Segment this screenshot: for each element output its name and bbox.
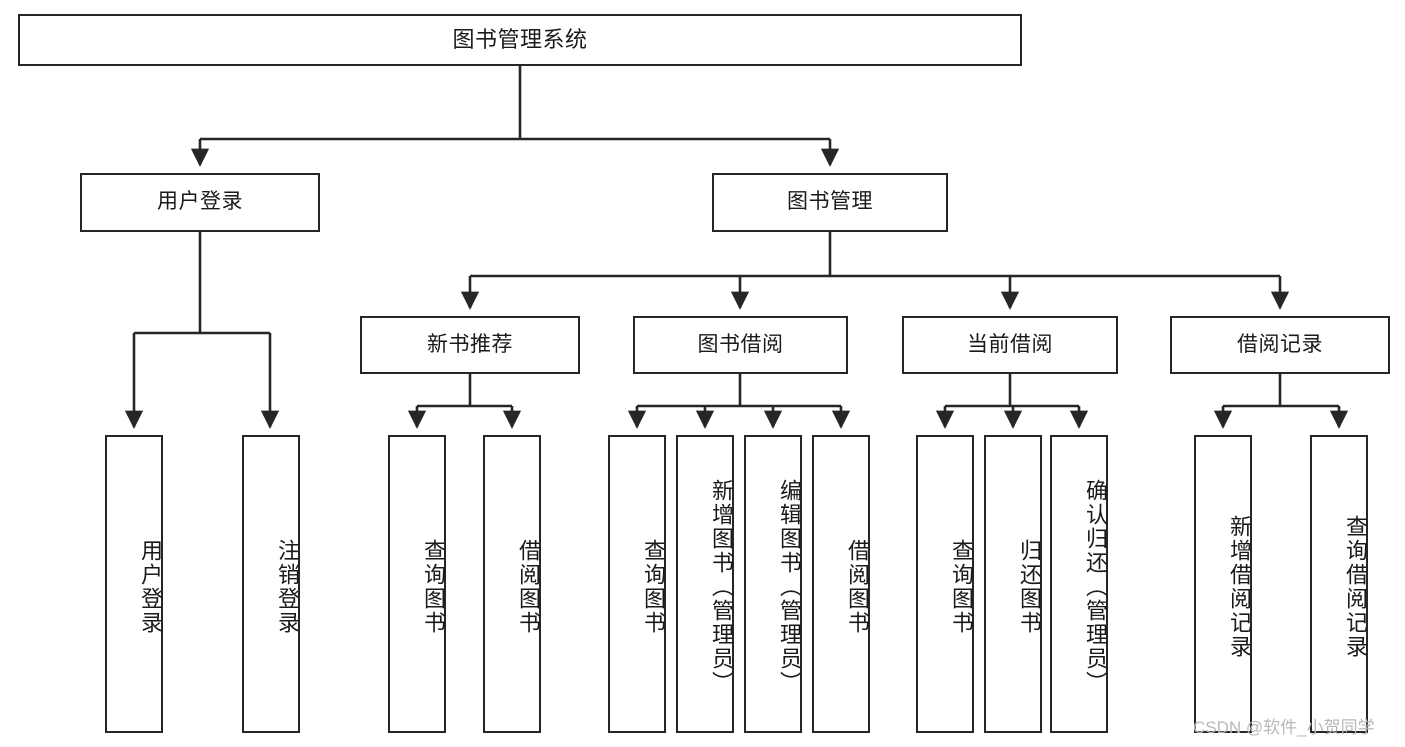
leaf-label: 注销登录 [275,539,300,635]
leaf-book-borrow-query[interactable]: 查询图书 [608,435,666,733]
leaf-user-login-logout[interactable]: 注销登录 [242,435,300,733]
node-book-management[interactable]: 图书管理 [712,173,948,232]
leaf-current-borrow-return[interactable]: 归还图书 [984,435,1042,733]
leaf-label: 借阅图书 [845,539,870,635]
leaf-label: 编辑图书（管理员） [777,479,802,695]
node-new-book-recommend-label: 新书推荐 [427,332,513,356]
leaf-current-borrow-confirm-return[interactable]: 确认归还（管理员） [1050,435,1108,733]
leaf-book-borrow-edit[interactable]: 编辑图书（管理员） [744,435,802,733]
leaf-label: 查询借阅记录 [1343,515,1368,659]
node-current-borrow[interactable]: 当前借阅 [902,316,1118,374]
node-user-login-label: 用户登录 [157,190,243,214]
leaf-label: 用户登录 [138,539,163,635]
node-user-login[interactable]: 用户登录 [80,173,320,232]
leaf-new-book-query[interactable]: 查询图书 [388,435,446,733]
node-new-book-recommend[interactable]: 新书推荐 [360,316,580,374]
leaf-label: 确认归还（管理员） [1083,479,1108,695]
leaf-label: 借阅图书 [516,539,541,635]
node-root-label: 图书管理系统 [452,27,588,53]
leaf-current-borrow-query[interactable]: 查询图书 [916,435,974,733]
csdn-watermark: CSDN @软件_小贺同学 [1193,718,1375,737]
node-root-system[interactable]: 图书管理系统 [18,14,1022,66]
node-book-borrow-label: 图书借阅 [697,332,784,356]
leaf-label: 查询图书 [949,539,974,635]
leaf-book-borrow-borrow[interactable]: 借阅图书 [812,435,870,733]
leaf-label: 归还图书 [1017,539,1042,635]
leaf-user-login-login[interactable]: 用户登录 [105,435,163,733]
leaf-label: 查询图书 [421,539,446,635]
leaf-borrow-record-query[interactable]: 查询借阅记录 [1310,435,1368,733]
leaf-label: 新增图书（管理员） [709,479,734,695]
leaf-book-borrow-add[interactable]: 新增图书（管理员） [676,435,734,733]
node-book-management-label: 图书管理 [787,190,873,214]
node-book-borrow[interactable]: 图书借阅 [633,316,848,374]
leaf-label: 查询图书 [641,539,666,635]
leaf-label: 新增借阅记录 [1227,515,1252,659]
node-borrow-records[interactable]: 借阅记录 [1170,316,1390,374]
node-current-borrow-label: 当前借阅 [967,332,1053,356]
node-borrow-records-label: 借阅记录 [1237,332,1323,356]
leaf-new-book-borrow[interactable]: 借阅图书 [483,435,541,733]
leaf-borrow-record-add[interactable]: 新增借阅记录 [1194,435,1252,733]
